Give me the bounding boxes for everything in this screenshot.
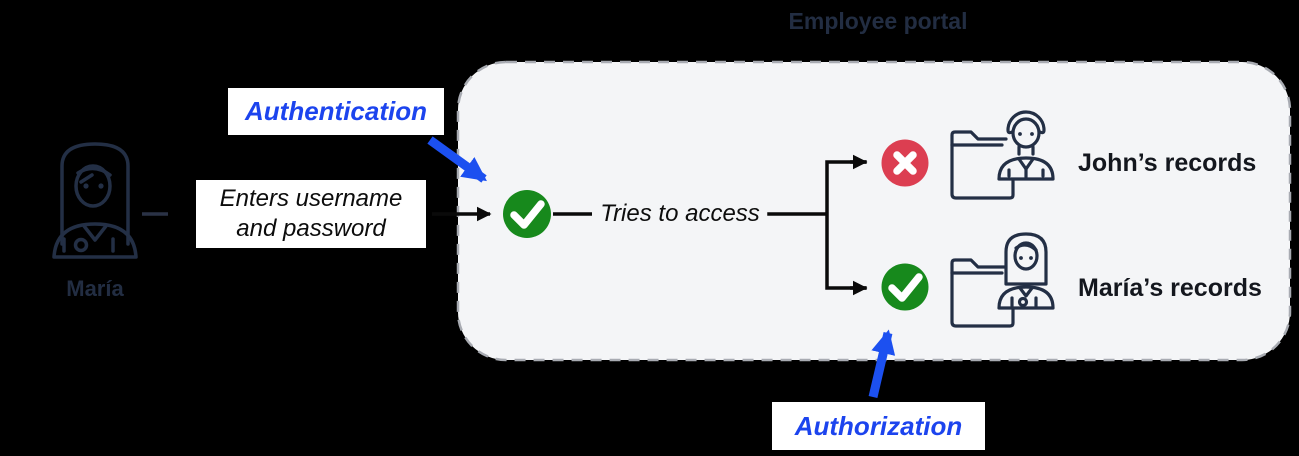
tries-to-access-label: Tries to access (600, 200, 760, 227)
maria-name-label: María (66, 276, 124, 301)
woman-collar (82, 224, 108, 242)
woman-face (74, 164, 112, 208)
credentials-action-box: Enters username and password (196, 180, 426, 248)
woman-eye-left (83, 183, 89, 189)
access-granted-icon (881, 263, 929, 311)
access-denied-icon (881, 139, 929, 187)
authentication-label: Authentication (228, 88, 444, 135)
woman-fringe (76, 166, 112, 177)
folder-man-icon (950, 110, 1055, 200)
check-circle (503, 190, 551, 238)
woman-eye-right (98, 183, 104, 189)
check-mark (510, 200, 545, 229)
marias-records-label: María’s records (1078, 274, 1262, 302)
authentication-arrow (427, 136, 487, 183)
folder-woman-icon (950, 232, 1055, 328)
employee-portal-container (456, 60, 1292, 362)
woman-badge (73, 237, 89, 253)
man-icon (997, 110, 1055, 181)
authorization-label: Authorization (772, 402, 985, 450)
woman-icon (997, 232, 1055, 310)
woman-hair-strand (79, 173, 94, 184)
check-mark (888, 273, 923, 302)
woman-hair (60, 142, 130, 246)
authentication-success-icon (503, 190, 551, 238)
maria-user-icon (52, 142, 138, 259)
credentials-action-text: Enters username and password (219, 185, 403, 242)
employee-portal-title: Employee portal (788, 8, 968, 34)
woman-body (52, 222, 138, 259)
johns-records-label: John’s records (1078, 149, 1257, 177)
x-mark (893, 151, 917, 175)
folder-icon (950, 258, 1015, 328)
folder-icon (950, 130, 1015, 200)
authorization-arrow (868, 329, 896, 399)
branch-connector (767, 160, 867, 290)
